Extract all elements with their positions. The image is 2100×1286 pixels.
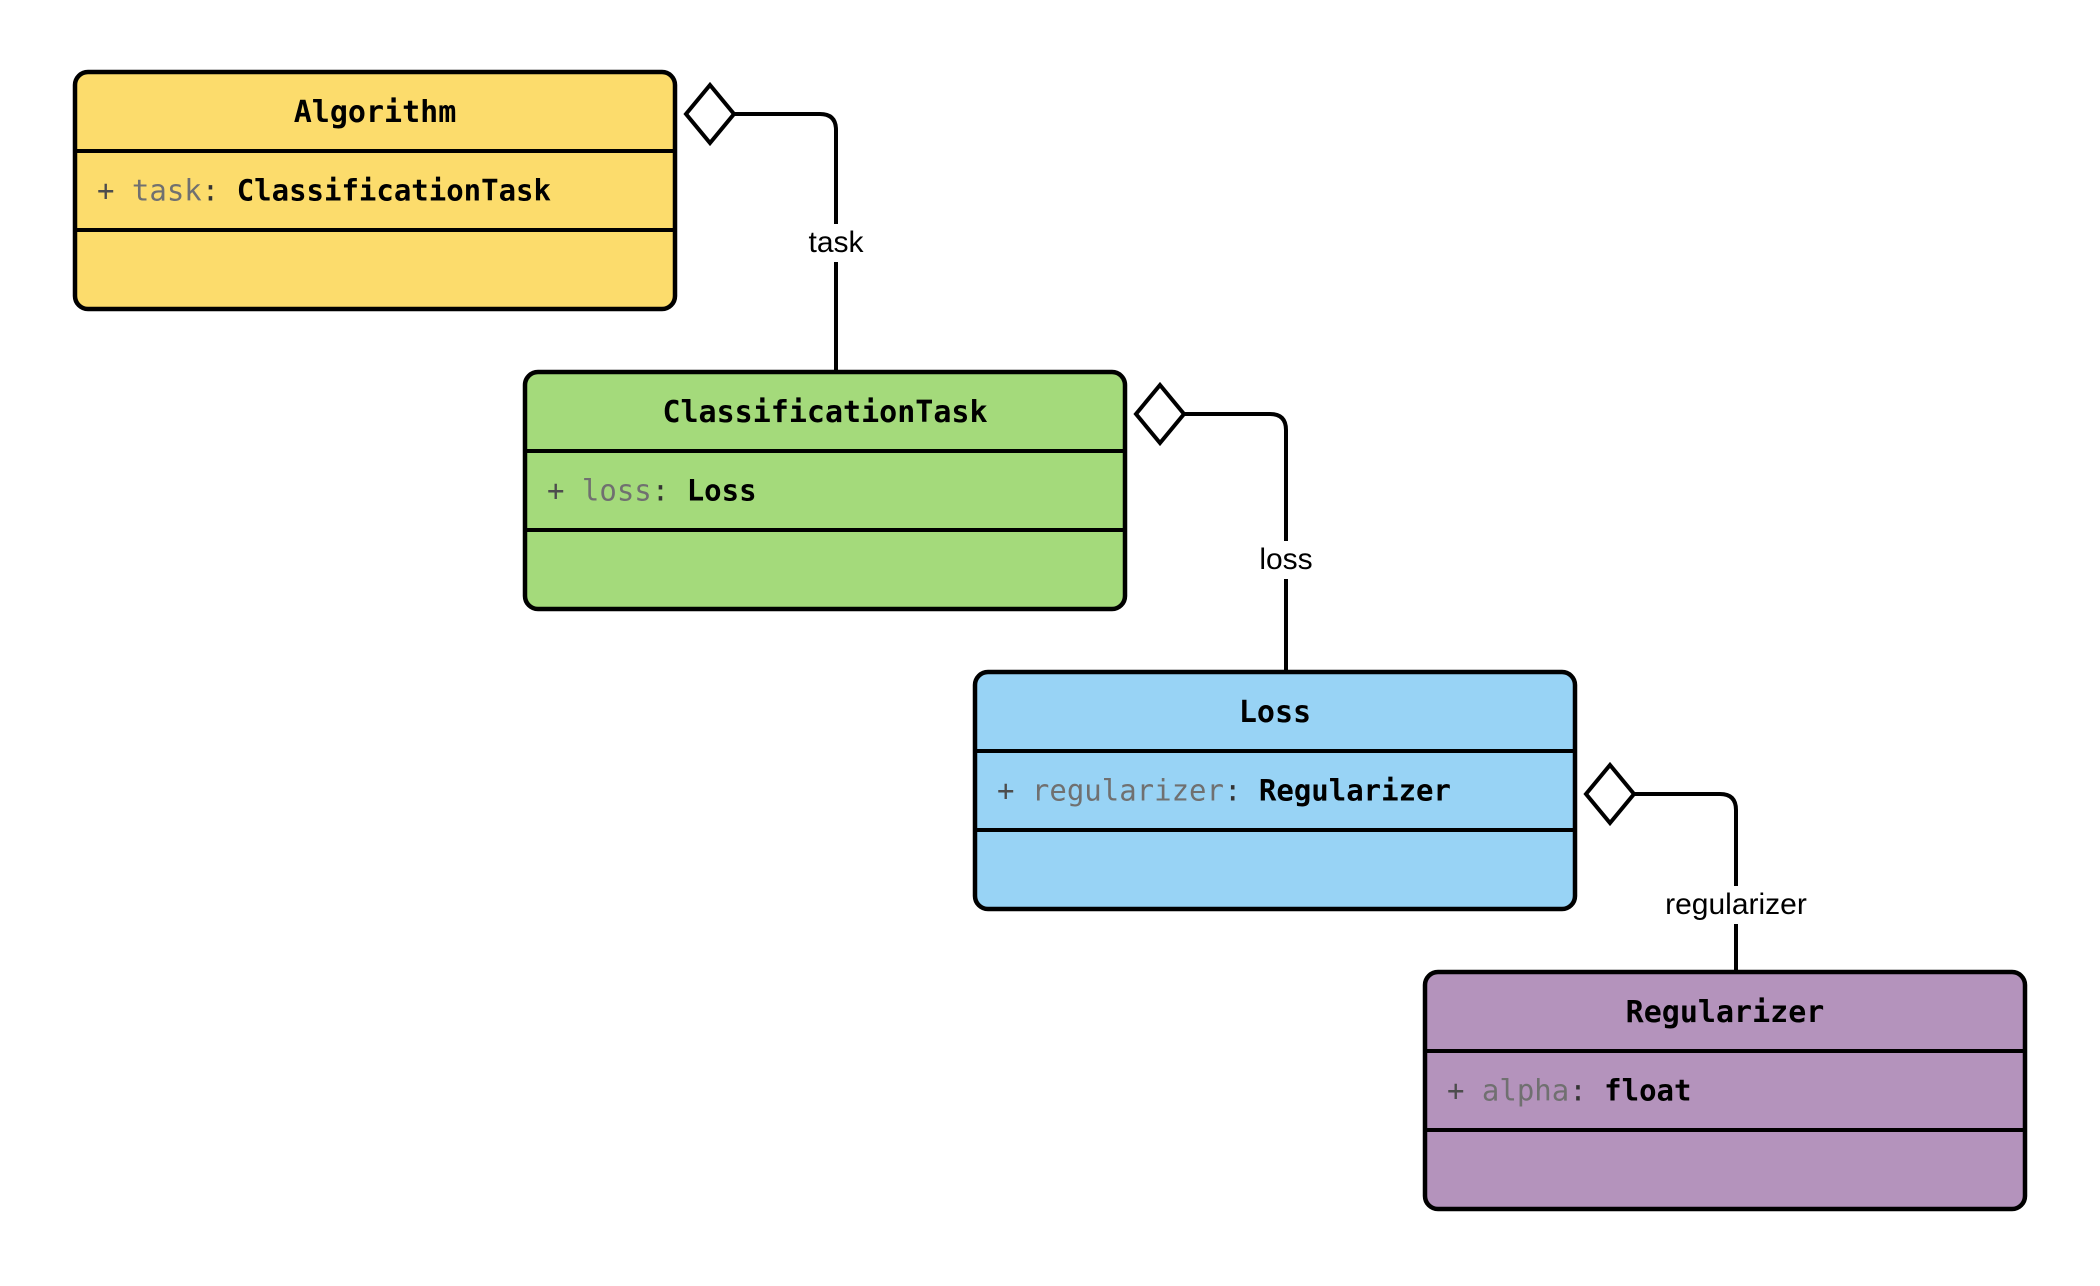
class-name-label: Loss <box>1239 695 1311 730</box>
relationship-task-loss <box>1133 381 1288 672</box>
attribute-name: alpha <box>1482 1074 1569 1108</box>
class-box-regularizer[interactable]: Regularizer + alpha: float <box>1422 969 2028 1212</box>
relationship-labels-layer: task loss regularizer <box>798 224 1822 924</box>
attribute-type: Regularizer <box>1259 774 1451 808</box>
class-box-loss[interactable]: Loss + regularizer: Regularizer <box>972 669 1578 912</box>
aggregation-diamond-icon <box>1133 381 1187 447</box>
class-name-label: ClassificationTask <box>662 395 987 430</box>
class-box-body <box>522 369 1128 612</box>
class-box-body <box>72 69 678 312</box>
relationship-loss-regularizer <box>1583 761 1738 972</box>
relationship-label-text: regularizer <box>1665 888 1807 921</box>
class-attribute-row: + regularizer: Regularizer <box>997 774 1451 808</box>
relationship-label-text: task <box>808 226 864 259</box>
aggregation-diamond-icon <box>683 81 737 147</box>
class-box-algorithm[interactable]: Algorithm + task: ClassificationTask <box>72 69 678 312</box>
attribute-type: float <box>1604 1074 1691 1108</box>
aggregation-diamond-icon <box>1583 761 1637 827</box>
attribute-visibility: + <box>997 774 1032 808</box>
class-box-body <box>1422 969 2028 1212</box>
class-name-label: Regularizer <box>1626 995 1825 1030</box>
attribute-separator: : <box>652 474 687 508</box>
label-background <box>1253 541 1319 579</box>
attribute-visibility: + <box>97 174 132 208</box>
attribute-name: loss <box>582 474 652 508</box>
attribute-type: ClassificationTask <box>237 174 551 208</box>
relationship-label-loss-regularizer: regularizer <box>1650 886 1822 924</box>
class-attribute-row: + alpha: float <box>1447 1074 1691 1108</box>
attribute-separator: : <box>202 174 237 208</box>
class-attribute-row: + loss: Loss <box>547 474 757 508</box>
label-background <box>1650 886 1822 924</box>
relationship-line <box>734 112 838 372</box>
class-name-label: Algorithm <box>294 95 457 130</box>
relationship-line <box>1184 412 1288 672</box>
relationships-layer <box>683 81 1738 972</box>
relationship-algorithm-task <box>683 81 838 372</box>
relationship-label-text: loss <box>1259 543 1312 576</box>
attribute-visibility: + <box>1447 1074 1482 1108</box>
class-attribute-row: + task: ClassificationTask <box>97 174 551 208</box>
attribute-separator: : <box>1569 1074 1604 1108</box>
relationship-line <box>1634 792 1738 972</box>
classes-layer: Algorithm+ task: ClassificationTaskClass… <box>72 69 2028 1212</box>
attribute-type: Loss <box>687 474 757 508</box>
attribute-name: regularizer <box>1032 774 1224 808</box>
attribute-name: task <box>132 174 202 208</box>
attribute-separator: : <box>1224 774 1259 808</box>
attribute-visibility: + <box>547 474 582 508</box>
relationship-label-algorithm-task: task <box>798 224 874 262</box>
class-box-body <box>972 669 1578 912</box>
relationship-label-task-loss: loss <box>1253 541 1319 579</box>
class-box-classification-task[interactable]: ClassificationTask + loss: Loss <box>522 369 1128 612</box>
label-background <box>798 224 874 262</box>
